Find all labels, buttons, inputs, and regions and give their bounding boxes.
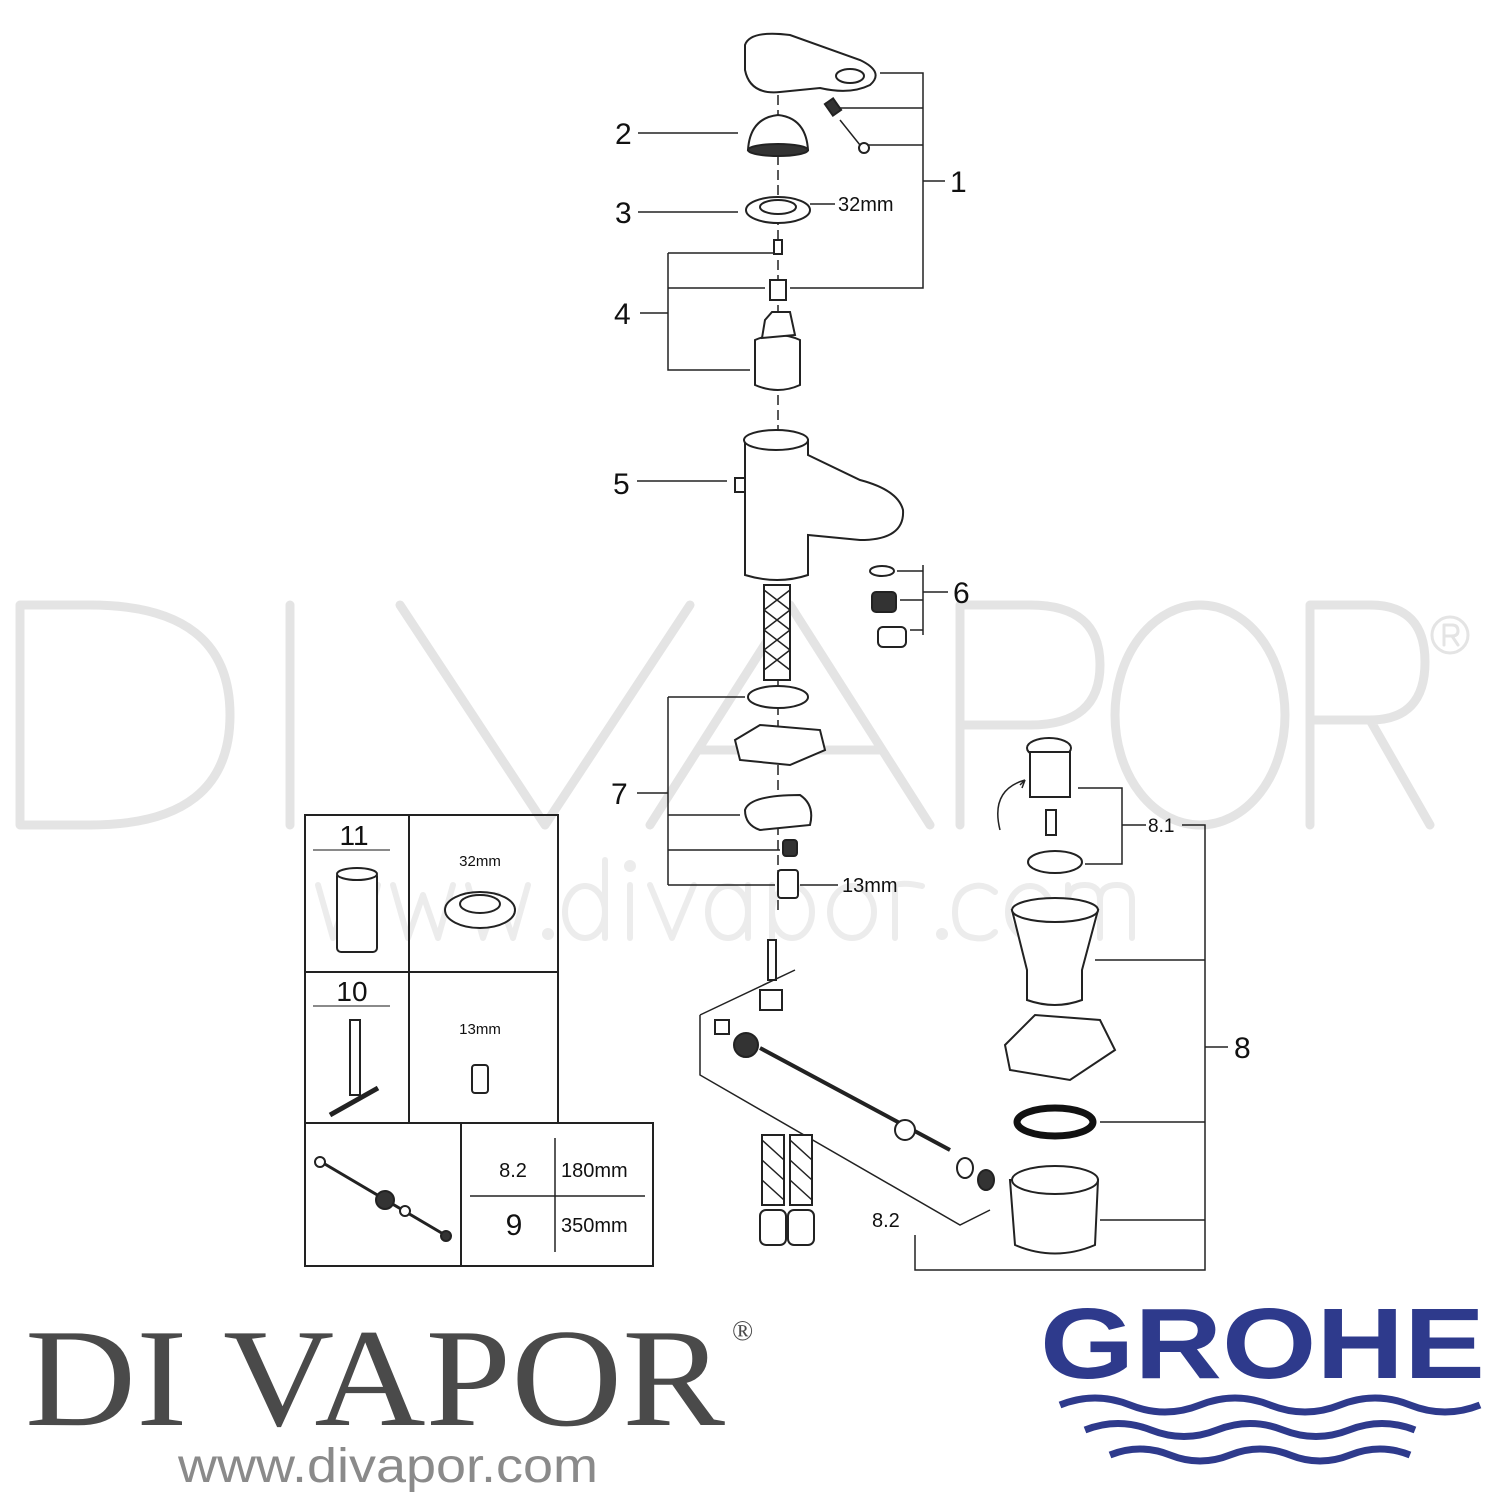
part-9-flexible-hoses	[759, 1134, 815, 1246]
callout-7: 7	[611, 778, 628, 811]
callout-5: 5	[613, 468, 630, 501]
part-7-mounting-set	[733, 685, 827, 899]
leader-lines	[637, 72, 1228, 1271]
tool-10-size: 13mm	[459, 1021, 501, 1038]
nut-32mm-icon	[444, 891, 516, 929]
callout-8: 8	[1234, 1032, 1251, 1065]
watermark	[15, 600, 1470, 968]
dimension-13mm: 13mm	[842, 875, 898, 897]
callout-3: 3	[615, 197, 632, 230]
callout-1: 1	[950, 166, 967, 199]
dimension-32mm: 32mm	[838, 194, 894, 216]
callout-2: 2	[615, 118, 632, 151]
pop-up-rod-icon	[314, 1156, 452, 1242]
nut-13mm-icon	[471, 1064, 489, 1094]
rod-8-2-length: 180mm	[561, 1160, 628, 1182]
tool-11-socket-wrench-icon	[336, 867, 378, 953]
callout-6: 6	[953, 577, 970, 610]
callout-8-1: 8.1	[1148, 816, 1174, 837]
callout-4: 4	[614, 298, 631, 331]
tool-11-number: 11	[339, 820, 368, 851]
tools-inset-table: 11 32mm 10 13mm 8.2 180mm 9 350mm	[304, 814, 654, 1267]
part-5-basin-body	[734, 429, 905, 681]
part-2-cover-cap	[746, 113, 810, 157]
rod-8-2-part: 8.2	[499, 1160, 527, 1182]
divapor-url: www.divapor.com	[177, 1440, 598, 1493]
grohe-logo: GROHE	[1040, 1288, 1485, 1465]
part-8-waste-set	[997, 737, 1117, 1255]
part-1-lever-handle	[744, 32, 877, 154]
callout-8-2: 8.2	[872, 1210, 900, 1232]
part-4-cartridge	[754, 239, 801, 391]
divapor-registered: ®	[732, 1316, 753, 1347]
rod-9-part: 9	[506, 1209, 523, 1242]
divapor-logo: DI VAPOR ® www.divapor.com	[25, 1301, 753, 1493]
grohe-waves-icon	[1058, 1394, 1482, 1465]
grohe-wordmark: GROHE	[1040, 1288, 1485, 1400]
part-6-aerator	[869, 565, 907, 648]
watermark-brand-lettering	[15, 600, 1470, 830]
part-3-nut	[745, 196, 811, 224]
tool-10-t-wrench-icon	[328, 1019, 380, 1118]
rod-9-length: 350mm	[561, 1215, 628, 1237]
divapor-brand: DI VAPOR	[25, 1301, 726, 1456]
part-8-2-pop-up-rod	[699, 939, 995, 1226]
tool-11-size: 32mm	[459, 853, 501, 870]
tool-10-number: 10	[336, 976, 367, 1007]
callouts: 2 3 32mm 1 4 5 6 7 13mm 8.1 8 8.2	[611, 118, 1251, 1232]
